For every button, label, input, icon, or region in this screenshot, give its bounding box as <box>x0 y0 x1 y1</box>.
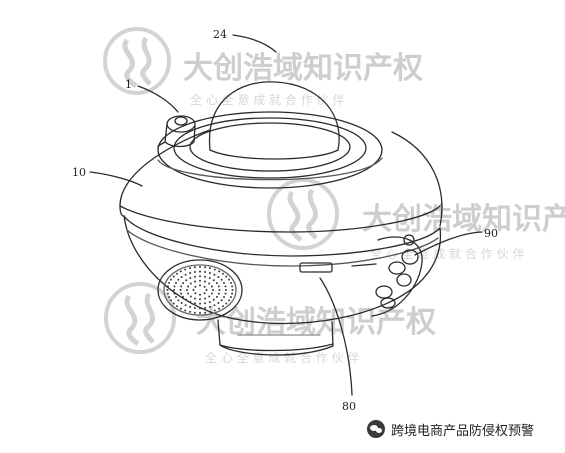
callout-upper-knob: 1 <box>125 78 132 91</box>
watermark-title: 大创浩域知识产权 <box>362 202 565 237</box>
callout-front-slot: 80 <box>342 400 356 413</box>
front-slot <box>299 262 377 273</box>
projector-dome <box>208 81 340 160</box>
watermark-bottom: 大创浩域知识产权 全 心 全 意 成 就 合 作 伙 伴 <box>104 282 436 365</box>
watermark-subtitle: 全 心 全 意 成 就 合 作 伙 伴 <box>370 246 524 261</box>
upper-knob <box>157 115 196 148</box>
watermark-logo-icon <box>104 282 176 354</box>
account-name: 跨境电商产品防侵权预警 <box>391 423 535 439</box>
dome-collar <box>157 111 383 189</box>
watermark-logo-icon <box>267 178 339 250</box>
control-panel <box>371 234 423 317</box>
watermark-subtitle: 全 心 全 意 成 就 合 作 伙 伴 <box>205 350 359 365</box>
speaker-grille-dots <box>166 266 234 314</box>
watermark-title: 大创浩域知识产权 <box>183 51 423 86</box>
housing-body <box>119 129 443 233</box>
callout-housing-body: 10 <box>72 166 86 179</box>
watermark-top: 大创浩域知识产权 全 心 全 意 成 就 合 作 伙 伴 <box>103 27 423 107</box>
watermark-logo-icon <box>103 27 171 95</box>
leader-lines <box>89 34 483 396</box>
footer-attribution: 跨境电商产品防侵权预警 <box>367 414 534 444</box>
speaker-grille <box>157 259 243 321</box>
watermark-title: 大创浩域知识产权 <box>196 305 436 340</box>
base-foot <box>217 319 334 356</box>
lower-bowl <box>123 215 442 325</box>
callout-control-panel: 90 <box>484 227 498 240</box>
wechat-icon <box>367 420 385 438</box>
callout-projector-dome: 24 <box>213 28 227 41</box>
